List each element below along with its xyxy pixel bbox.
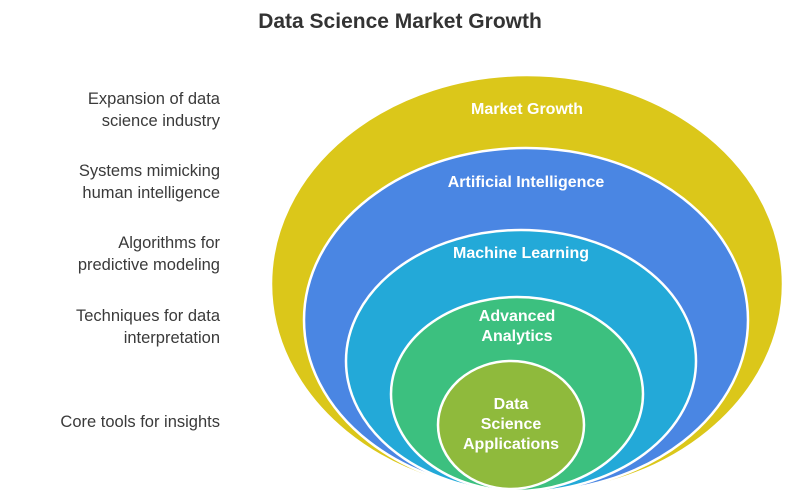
layer-label-machine-learning: Machine Learning <box>453 245 589 262</box>
layer-description-advanced-analytics: Techniques for data interpretation <box>75 307 220 347</box>
layer-description-data-science-applications: Core tools for insights <box>60 413 220 431</box>
layer-label-data-science-applications: Data <box>494 396 529 413</box>
layer-label-artificial-intelligence: Artificial Intelligence <box>448 174 605 191</box>
layer-description-market-growth: Expansion of data science industry <box>87 90 220 130</box>
layer-description-artificial-intelligence: Systems mimicking human intelligence <box>78 162 220 202</box>
diagram-title: Data Science Market Growth <box>258 10 542 33</box>
layer-label-data-science-applications: Applications <box>463 436 559 453</box>
layer-label-advanced-analytics: Analytics <box>481 328 552 345</box>
layer-label-advanced-analytics: Advanced <box>479 308 555 325</box>
layer-ellipse-data-science-applications <box>436 359 586 491</box>
layer-label-data-science-applications: Science <box>481 416 542 433</box>
layer-description-machine-learning: Algorithms for predictive modeling <box>77 234 220 274</box>
layer-label-market-growth: Market Growth <box>471 101 583 118</box>
